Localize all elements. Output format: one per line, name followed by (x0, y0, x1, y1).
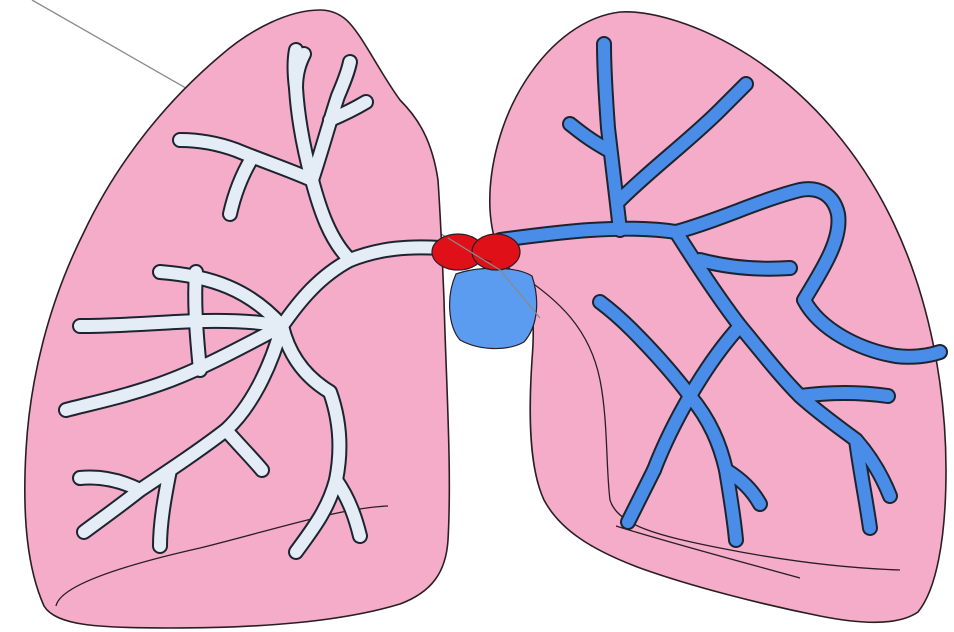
right-tree-branch (800, 393, 888, 396)
left-tree-branch (80, 321, 282, 326)
hilum-mass (432, 234, 520, 270)
hilum-mass-right (472, 234, 520, 270)
vessel-blob (450, 268, 537, 348)
left-tree-branch (195, 272, 200, 370)
